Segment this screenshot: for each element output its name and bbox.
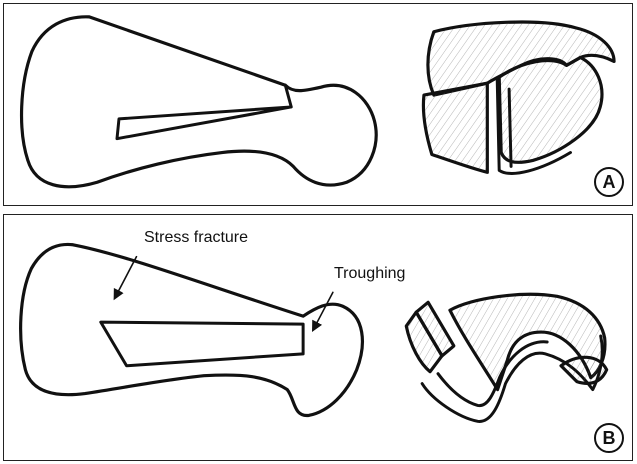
panel-b-letter: B bbox=[594, 423, 624, 453]
cross-section-b bbox=[406, 294, 606, 421]
panel-b-drawing bbox=[4, 215, 632, 460]
panel-a-letter: A bbox=[594, 167, 624, 197]
bone-outline-b bbox=[21, 244, 363, 415]
stress-fracture-label: Stress fracture bbox=[144, 229, 248, 247]
panel-b: Stress fracture Troughing B bbox=[3, 214, 633, 461]
panel-a: A bbox=[3, 3, 633, 206]
bone-outline-a bbox=[22, 17, 377, 187]
troughing-label: Troughing bbox=[334, 265, 405, 283]
panel-a-drawing bbox=[4, 4, 632, 205]
cross-section-a bbox=[423, 22, 614, 173]
